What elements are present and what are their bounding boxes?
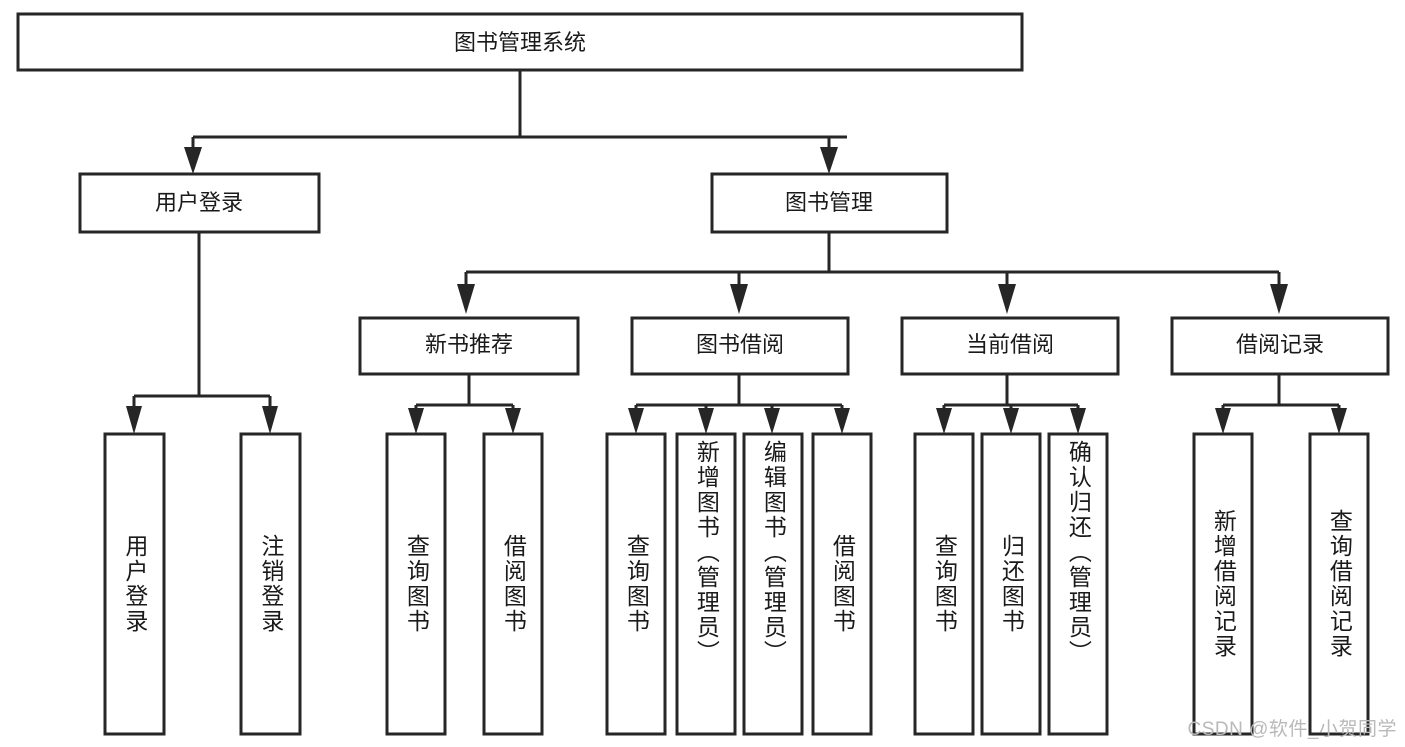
connector-borrow-record-to-leaves bbox=[1215, 374, 1347, 434]
node-leaf-return-book[interactable] bbox=[980, 432, 1042, 736]
node-leaf-query-book-2[interactable] bbox=[605, 432, 667, 736]
connector-book-manage-to-level3 bbox=[457, 232, 1288, 314]
node-user-login-label: 用户登录 bbox=[155, 190, 243, 215]
node-current-borrow[interactable]: 当前借阅 bbox=[900, 316, 1120, 376]
connector-book-borrow-to-leaves bbox=[628, 374, 850, 434]
node-book-manage-label: 图书管理 bbox=[785, 190, 873, 215]
node-borrow-record-label: 借阅记录 bbox=[1236, 332, 1324, 357]
connector-root-to-level2 bbox=[184, 70, 847, 174]
node-leaf-add-book[interactable] bbox=[675, 432, 737, 736]
node-root-label: 图书管理系统 bbox=[454, 30, 586, 55]
node-new-book-rec-label: 新书推荐 bbox=[425, 332, 513, 357]
node-leaf-borrow-book-2[interactable] bbox=[811, 432, 873, 736]
node-leaf-logout[interactable] bbox=[239, 432, 302, 736]
node-leaf-query-book-1[interactable] bbox=[385, 432, 447, 736]
node-root[interactable]: 图书管理系统 bbox=[16, 12, 1024, 72]
node-leaf-query-book-3[interactable] bbox=[913, 432, 975, 736]
node-book-borrow-label: 图书借阅 bbox=[696, 332, 784, 357]
node-leaf-add-record[interactable] bbox=[1192, 432, 1254, 736]
connector-new-book-rec-to-leaves bbox=[408, 374, 521, 434]
node-book-borrow[interactable]: 图书借阅 bbox=[630, 316, 850, 376]
node-leaf-borrow-book-1[interactable] bbox=[482, 432, 544, 736]
node-borrow-record[interactable]: 借阅记录 bbox=[1170, 316, 1390, 376]
node-current-borrow-label: 当前借阅 bbox=[966, 332, 1054, 357]
node-leaf-confirm-return[interactable] bbox=[1047, 432, 1109, 736]
connector-current-borrow-to-leaves bbox=[936, 374, 1086, 434]
node-leaf-edit-book[interactable] bbox=[742, 432, 804, 736]
node-book-manage[interactable]: 图书管理 bbox=[710, 172, 949, 234]
node-leaf-user-login[interactable] bbox=[103, 432, 166, 736]
node-leaf-query-record[interactable] bbox=[1308, 432, 1370, 736]
node-new-book-rec[interactable]: 新书推荐 bbox=[358, 316, 580, 376]
node-user-login[interactable]: 用户登录 bbox=[78, 172, 321, 234]
connector-user-login-to-leaves bbox=[126, 232, 278, 434]
csdn-watermark: CSDN @软件_小贺同学 bbox=[1187, 719, 1397, 740]
